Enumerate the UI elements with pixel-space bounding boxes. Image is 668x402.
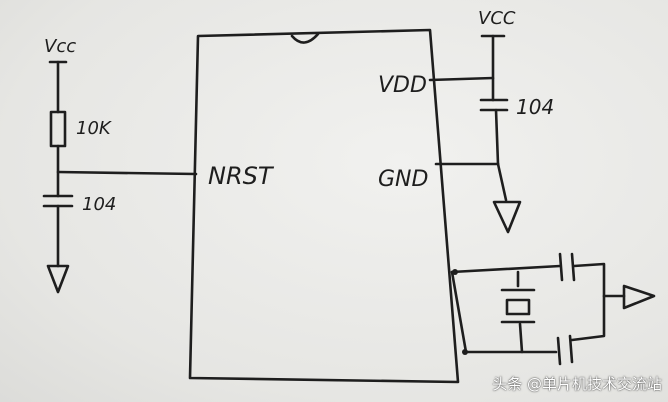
label-resistor-value: 10K — [76, 118, 112, 139]
ground-right-symbol — [492, 200, 522, 234]
wire-vdd — [428, 76, 495, 82]
load-cap-bottom-plate-b — [568, 334, 574, 364]
watermark: 头条 @单片机技术交流站 — [492, 375, 662, 393]
chip-body — [188, 28, 460, 384]
chip-notch — [290, 32, 320, 44]
label-cap-right-value: 104 — [516, 95, 554, 119]
label-cap-left-value: 104 — [82, 194, 116, 215]
ground-output-symbol — [622, 284, 656, 310]
junction-dot-top — [452, 269, 458, 275]
wire-xtal-vertical — [450, 270, 468, 354]
wire-right-mid — [494, 108, 500, 166]
ground-left-symbol — [46, 264, 70, 294]
crystal-body — [505, 298, 531, 316]
wire-nrst — [56, 170, 198, 176]
wire-crystal-bottom — [518, 322, 524, 354]
wire-right-ground — [496, 162, 508, 202]
load-cap-bottom-plate-a — [556, 336, 562, 366]
label-vdd: VDD — [378, 73, 427, 98]
label-nrst: NRST — [208, 162, 275, 190]
load-cap-top-plate-b — [570, 252, 576, 282]
label-vcc-right: VCC — [478, 8, 516, 29]
wire-cap-return — [570, 262, 606, 342]
label-vcc-left: Vcc — [44, 36, 76, 57]
resistor-10k — [49, 110, 67, 148]
junction-dot-bottom — [462, 349, 468, 355]
label-gnd: GND — [378, 167, 428, 192]
load-cap-top-plate-a — [558, 252, 564, 282]
wire-xtal-top — [450, 264, 562, 274]
